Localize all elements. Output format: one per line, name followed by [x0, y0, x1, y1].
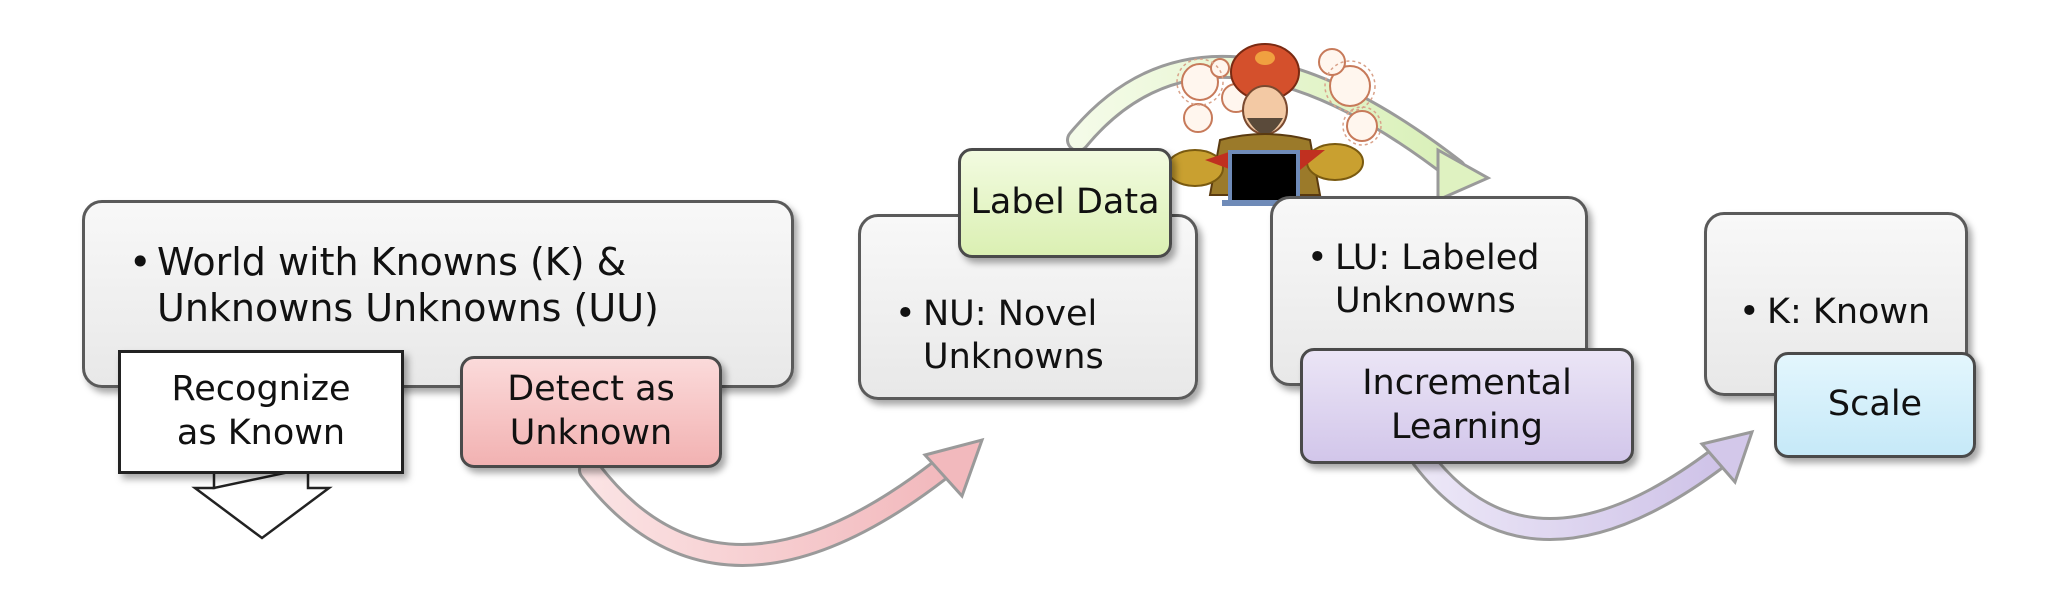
action-scale-label: Scale [1827, 384, 1923, 425]
bullet-dot: • [129, 240, 152, 284]
action-recognize-label: Recognize as Known [171, 369, 351, 453]
bullet-dot: • [895, 294, 916, 334]
action-detect-label: Detect as Unknown [507, 369, 675, 453]
arrow-incremental-to-k [1410, 429, 1755, 541]
labeler-illustration-icon [1166, 43, 1382, 206]
stage-nu-text: NU: Novel Unknowns [923, 294, 1104, 377]
action-label-label: Label Data [970, 182, 1160, 223]
stage-k-text: K: Known [1767, 292, 1931, 332]
arrow-detect-to-nu [578, 437, 985, 567]
bullet-dot: • [1739, 292, 1760, 332]
stage-world-bullet: • World with Knowns (K) & Unknowns Unkno… [129, 239, 659, 332]
stage-world-text: World with Knowns (K) & Unknowns Unknown… [157, 240, 659, 331]
stage-k-bullet: • K: Known [1739, 291, 1931, 334]
action-detect-unknown: Detect as Unknown [460, 356, 722, 468]
bullet-dot: • [1307, 238, 1328, 278]
action-scale: Scale [1774, 352, 1976, 458]
stage-lu-text: LU: Labeled Unknowns [1335, 238, 1540, 321]
action-label-data: Label Data [958, 148, 1172, 258]
action-incremental-learning: Incremental Learning [1300, 348, 1634, 464]
down-arrow-icon [191, 466, 333, 540]
stage-lu-bullet: • LU: Labeled Unknowns [1307, 237, 1540, 322]
action-recognize-known: Recognize as Known [118, 350, 404, 474]
action-incremental-label: Incremental Learning [1362, 363, 1572, 447]
stage-nu-bullet: • NU: Novel Unknowns [895, 293, 1104, 378]
